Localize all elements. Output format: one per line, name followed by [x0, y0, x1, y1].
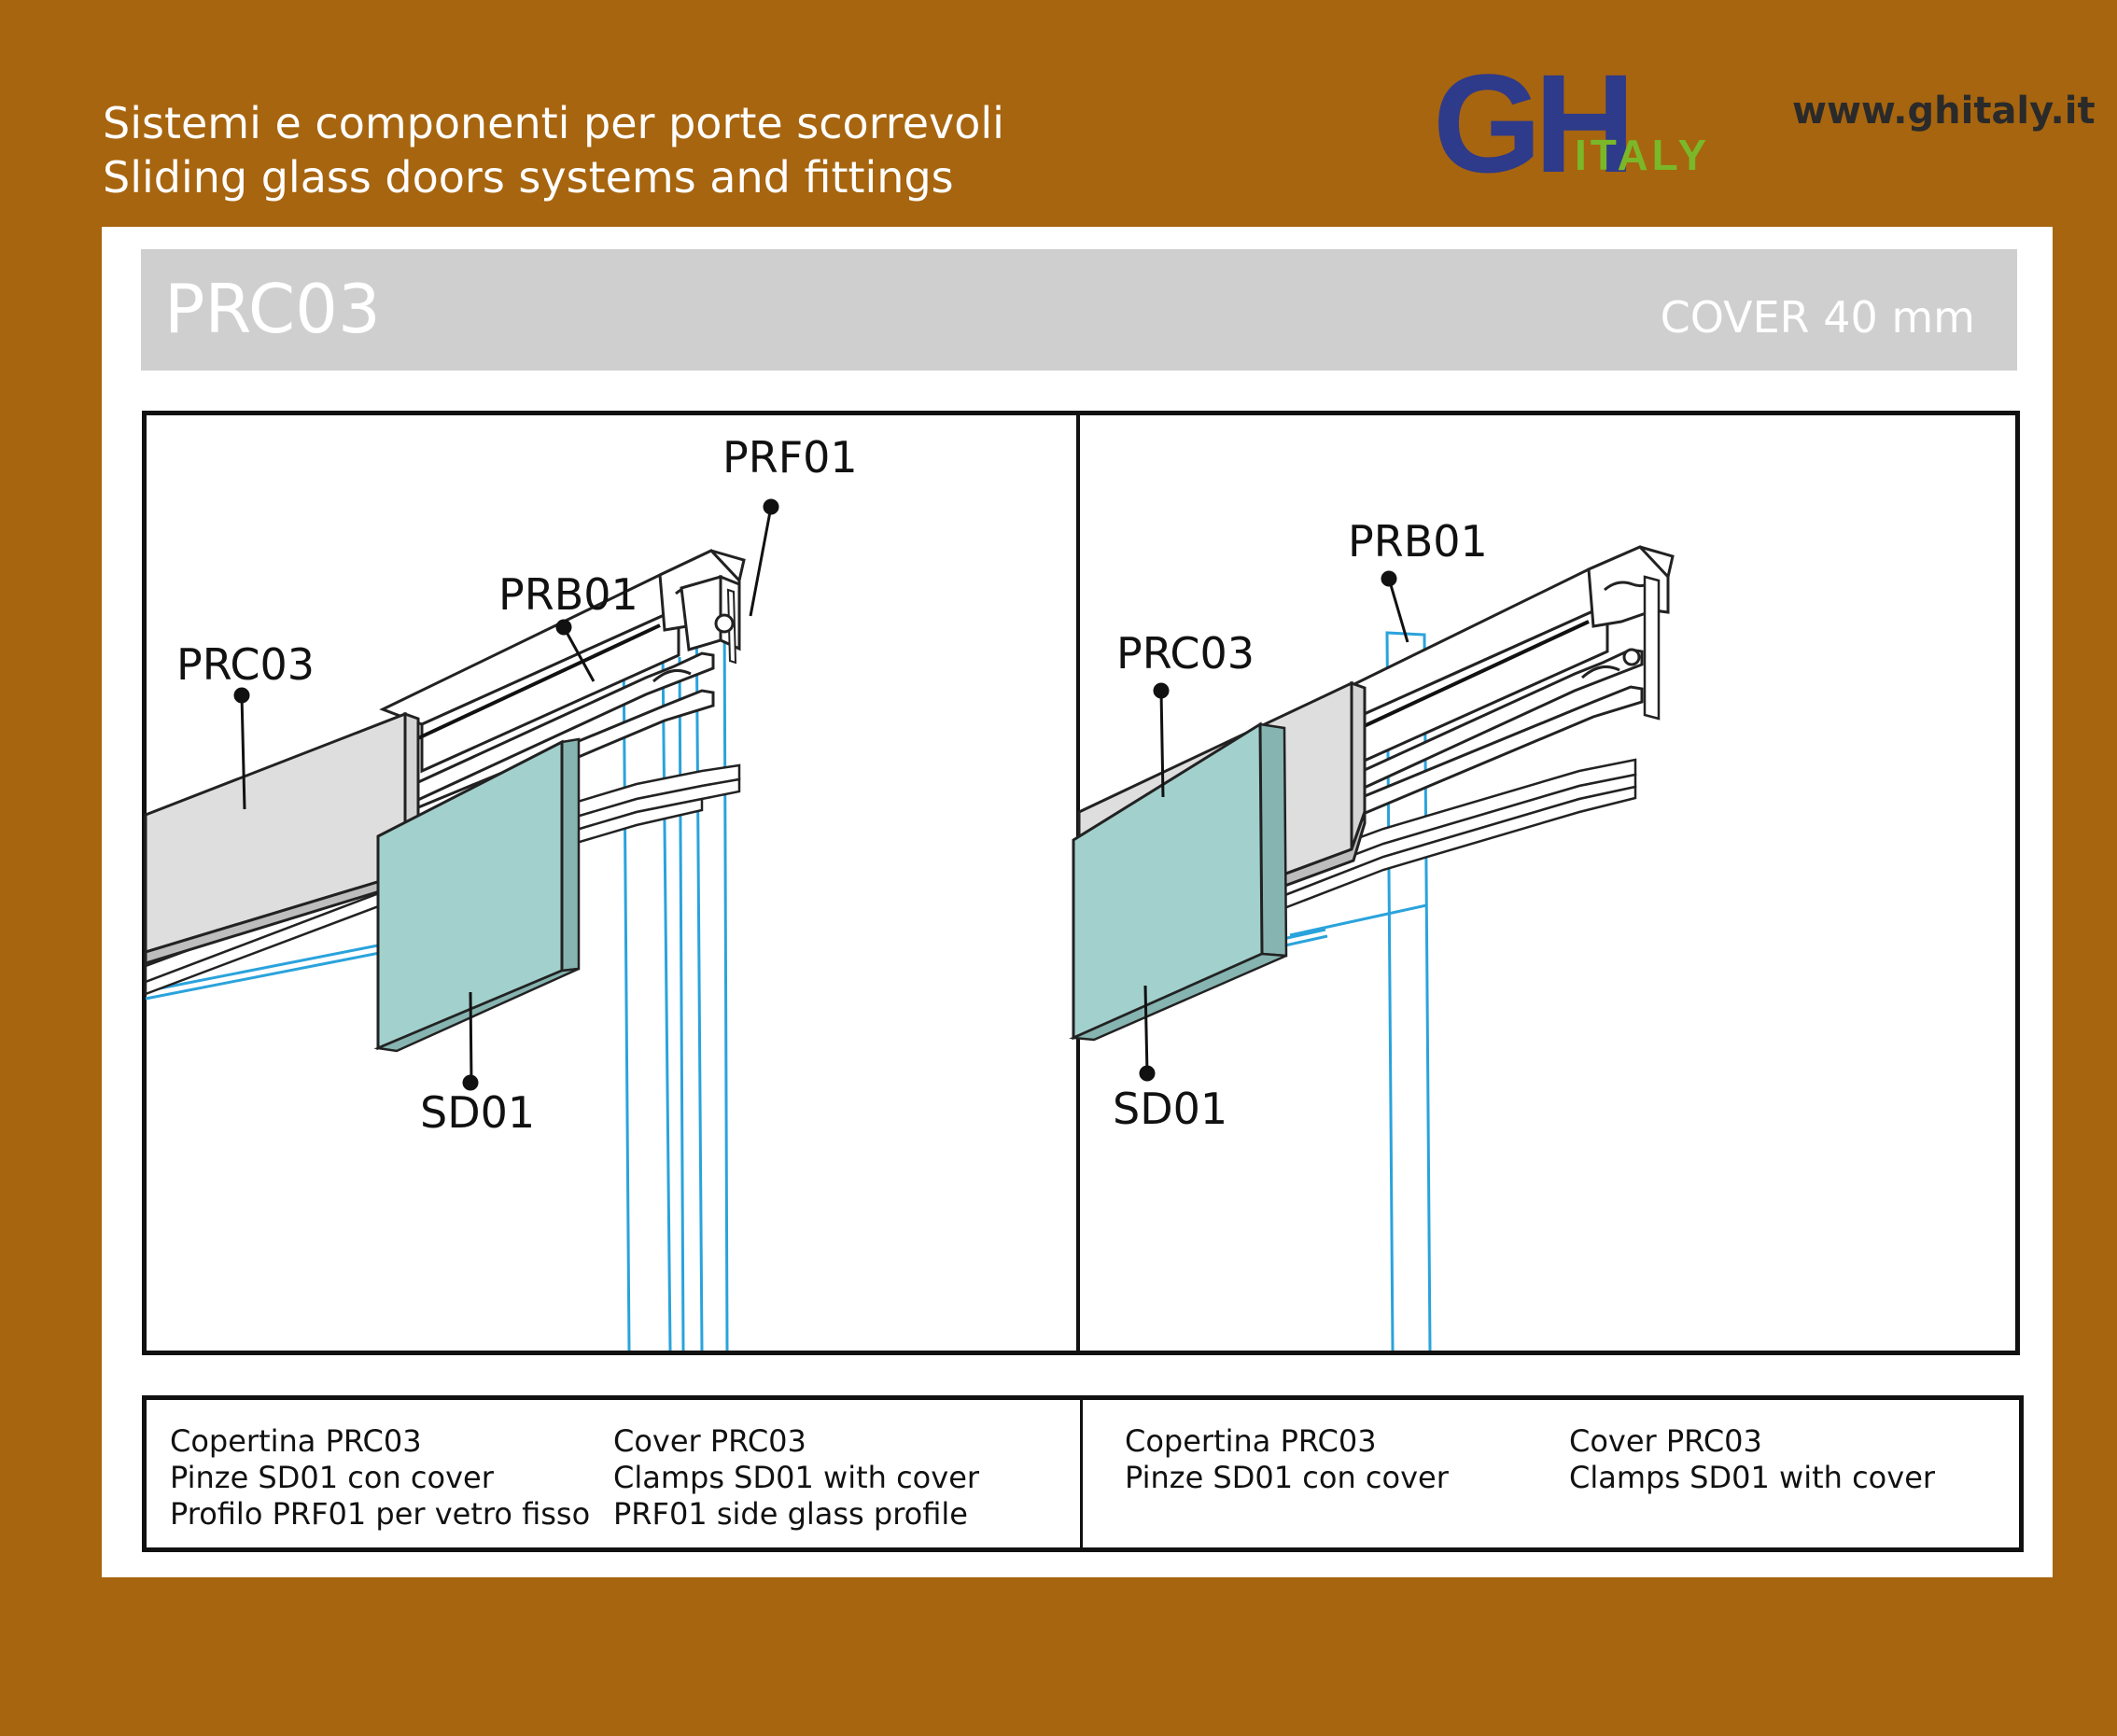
label-prc03: PRC03: [1116, 628, 1255, 679]
subtitle-italian: Sistemi e componenti per porte scorrevol…: [103, 98, 1004, 148]
caption-left-italian: Copertina PRC03 Pinze SD01 con cover Pro…: [170, 1423, 590, 1533]
caption-line: Profilo PRF01 per vetro fisso: [170, 1496, 591, 1532]
title-bar: PRC03 COVER 40 mm: [141, 249, 2017, 371]
left-leaders: [233, 498, 779, 1091]
caption-line: PRF01 side glass profile: [613, 1496, 968, 1532]
svg-text:GH: GH: [1433, 54, 1628, 185]
gh-italy-logo[interactable]: GH ITALY: [1433, 54, 1769, 185]
caption-line: Pinze SD01 con cover: [1125, 1460, 1449, 1495]
product-sheet: PRC03 COVER 40 mm: [102, 227, 2053, 1577]
website-link[interactable]: www.ghitaly.it: [1792, 90, 2096, 133]
caption-line: Copertina PRC03: [1125, 1423, 1377, 1459]
caption-table: Copertina PRC03 Pinze SD01 con cover Pro…: [142, 1395, 2024, 1552]
label-sd01: SD01: [420, 1087, 535, 1138]
left-panel: PRC03 PRB01 PRF01 SD01: [144, 432, 858, 1351]
label-prb01: PRB01: [498, 569, 638, 620]
caption-divider: [1080, 1400, 1083, 1547]
caption-line: Copertina PRC03: [170, 1423, 422, 1459]
left-prf01-profile: [680, 574, 741, 665]
left-sd01-clamp: [373, 737, 581, 1053]
caption-line: Cover PRC03: [1569, 1423, 1762, 1459]
cover-size: COVER 40 mm: [1660, 292, 1975, 343]
product-code: PRC03: [164, 270, 381, 348]
technical-drawings: PRC03 PRB01 PRF01 SD01: [142, 411, 2020, 1355]
caption-line: Cover PRC03: [613, 1423, 806, 1459]
caption-line: Pinze SD01 con cover: [170, 1460, 494, 1495]
right-leaders: [1139, 570, 1409, 1082]
label-prc03: PRC03: [176, 639, 315, 690]
caption-right-italian: Copertina PRC03 Pinze SD01 con cover: [1125, 1423, 1449, 1496]
right-panel: PRC03 PRB01 SD01: [1069, 516, 1675, 1351]
label-sd01: SD01: [1113, 1084, 1227, 1134]
caption-left-english: Cover PRC03 Clamps SD01 with cover PRF01…: [613, 1423, 979, 1533]
label-prf01: PRF01: [722, 432, 858, 483]
caption-right-english: Cover PRC03 Clamps SD01 with cover: [1569, 1423, 1935, 1496]
caption-line: Clamps SD01 with cover: [1569, 1460, 1936, 1495]
label-prb01: PRB01: [1348, 516, 1488, 567]
left-fixed-glass: [694, 597, 729, 1351]
svg-text:ITALY: ITALY: [1575, 131, 1710, 179]
caption-line: Clamps SD01 with cover: [613, 1460, 980, 1495]
subtitle-english: Sliding glass doors systems and fittings: [103, 152, 954, 203]
right-sd01-clamp: [1069, 721, 1288, 1042]
right-prb01-profile: [1307, 545, 1675, 837]
